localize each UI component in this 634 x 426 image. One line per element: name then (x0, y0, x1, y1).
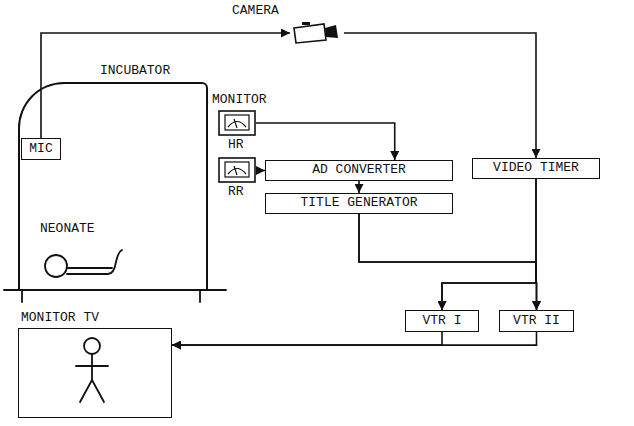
connector-arrow (359, 214, 536, 310)
camera-lens (325, 25, 338, 38)
figure-body (76, 354, 108, 402)
incubator-leg (21, 290, 23, 302)
meter-drawing (218, 110, 256, 136)
recorder-box: VTR II (499, 310, 574, 332)
node-heading: HR (228, 138, 244, 152)
meter-case (219, 111, 255, 135)
meter-drawing (218, 157, 256, 183)
camera-drawing (290, 22, 344, 44)
node-label: VIDEO TIMER (493, 161, 579, 175)
figure-head (84, 338, 100, 354)
connectors (41, 33, 537, 345)
node-label: AD CONVERTER (312, 163, 406, 177)
process-box: VIDEO TIMER (472, 158, 600, 179)
respiration-monitor: RR (218, 157, 256, 183)
monitor-tv: MONITOR TV (18, 328, 172, 418)
node-heading: RR (228, 185, 244, 199)
incubator-base (4, 289, 226, 291)
node-label: VTR I (422, 314, 461, 328)
connector-arrow (172, 332, 442, 345)
node-heading: MONITOR TV (21, 311, 99, 325)
meter-window (225, 162, 249, 177)
camera-icon: CAMERA (290, 22, 344, 44)
connector-arrow (172, 332, 537, 345)
meter-case (219, 158, 255, 182)
node-label: MIC (29, 142, 52, 156)
neonate-label: NEONATE (40, 222, 95, 236)
meter-needle (228, 119, 246, 128)
meter-window (225, 115, 249, 130)
process-box: TITLE GENERATOR (265, 193, 453, 214)
monitor-label: MONITOR (212, 93, 267, 107)
connector-arrow (359, 214, 537, 310)
connector-arrow (358, 181, 360, 193)
connector-arrow (256, 169, 265, 171)
neonate-body (67, 250, 122, 274)
node-heading: INCUBATOR (100, 64, 170, 78)
neonate-head (45, 255, 67, 277)
incubator-outline: MICINCUBATOR (18, 82, 208, 290)
connector-arrow (344, 33, 536, 158)
meter-needle (228, 166, 246, 175)
connector-arrow (442, 179, 536, 310)
camera-viewfinder (302, 22, 310, 25)
heart-rate-monitor: HR (218, 110, 256, 136)
recorder-box: VTR I (405, 310, 479, 332)
node-label: VTR II (513, 314, 560, 328)
process-box: AD CONVERTER (265, 160, 453, 181)
connector-arrow (256, 123, 395, 160)
mic-box: MIC (21, 138, 61, 160)
connector-arrow (41, 33, 290, 138)
camera-body (294, 24, 326, 43)
node-heading: CAMERA (232, 4, 279, 18)
node-label: TITLE GENERATOR (300, 196, 417, 210)
incubator-leg (199, 290, 201, 302)
